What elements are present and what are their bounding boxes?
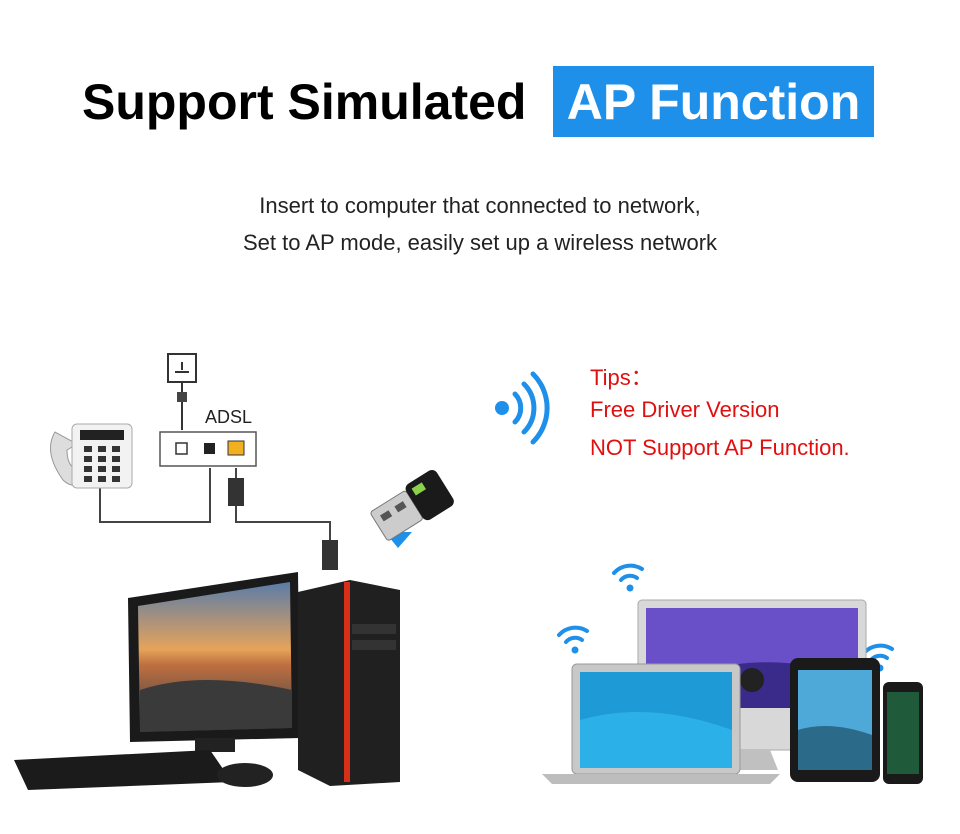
network-cables [99,468,331,560]
wall-socket-icon [167,353,197,430]
tips-line-1: Free Driver Version [590,397,780,422]
phone-device [883,682,923,784]
headline-part-2: AP Function [566,74,861,130]
modem-label: ADSL [205,407,252,427]
tips-heading: Tips： [590,365,653,390]
tips-line-2: NOT Support AP Function. [590,435,850,460]
usb-wifi-adapter [370,469,454,548]
wifi-broadcast-icon [495,371,550,445]
subtitle-line-2: Set to AP mode, easily set up a wireless… [242,230,718,255]
subtitle-line-1: Insert to computer that connected to net… [259,193,701,218]
tablet-device [790,658,880,782]
adsl-modem: ADSL [159,407,257,467]
desktop-computer [14,572,400,790]
headline-part-1: Support Simulated [82,74,527,130]
headline: Support Simulated AP Function [0,66,960,138]
headline-highlight-box: AP Function [553,66,874,137]
laptop-device [542,663,780,784]
telephone-icon [50,423,133,489]
